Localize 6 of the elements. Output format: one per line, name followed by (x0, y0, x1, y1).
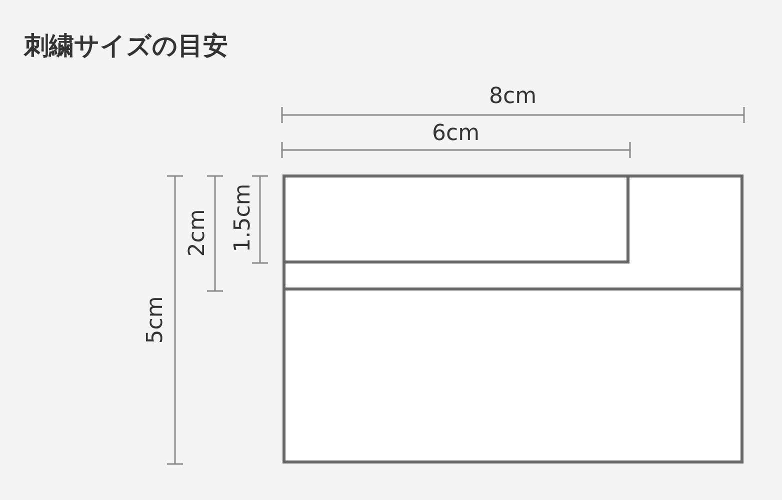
dimension-label: 8cm (489, 84, 537, 110)
title: 刺繍サイズの目安 (24, 30, 228, 62)
dimension-label: 2cm (184, 209, 211, 257)
dimension-label: 6cm (432, 121, 480, 147)
dimension-label: 5cm (142, 296, 169, 344)
dimension-label: 1.5cm (230, 184, 256, 252)
